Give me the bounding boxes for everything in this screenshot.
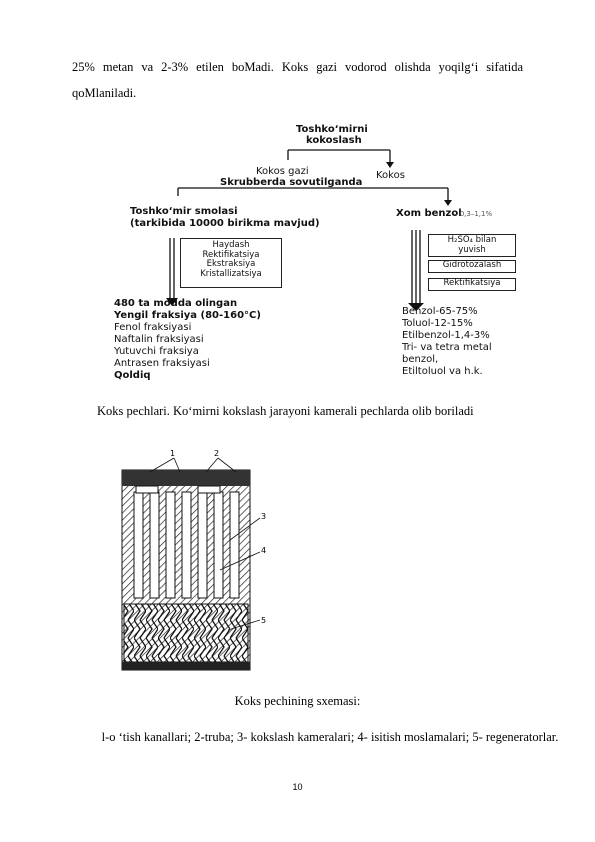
right-result: Toluol-12-15% bbox=[402, 318, 473, 329]
oven-label-3: 3 bbox=[261, 512, 266, 521]
oven-label-1: 1 bbox=[170, 449, 175, 458]
left-result: Antrasen fraksiyasi bbox=[114, 358, 210, 369]
coke-oven-diagram: 1 2 3 4 5 bbox=[110, 440, 280, 672]
right-result: Etilbenzol-1,4-3% bbox=[402, 330, 490, 341]
right-box-hydro: Gidrotozalash bbox=[428, 260, 516, 273]
right-result: Benzol-65-75% bbox=[402, 306, 478, 317]
coal-coking-flowchart: Toshko‘mirni kokoslash Kokos gazi Kokos … bbox=[110, 120, 530, 392]
left-process-box: Haydash Rektifikatsiya Ekstraksiya Krist… bbox=[180, 238, 282, 288]
left-result: Qoldiq bbox=[114, 370, 151, 381]
right-box-step: Gidrotozalash bbox=[442, 260, 502, 270]
right-box-step: Rektifikatsiya bbox=[443, 278, 501, 288]
page-number: 10 bbox=[292, 782, 303, 792]
left-box-step: Rektifikatsiya bbox=[202, 249, 260, 260]
intro-paragraph: 25% metan va 2-3% etilen boMadi. Koks ga… bbox=[72, 60, 523, 100]
kokos-label: Kokos bbox=[376, 170, 405, 181]
kokos-gazi-label: Kokos gazi bbox=[256, 166, 309, 177]
right-title: Xom benzol bbox=[396, 208, 462, 219]
top-title-line1: Toshko‘mirni bbox=[296, 124, 368, 135]
skrubber-label: Skrubberda sovutilganda bbox=[220, 177, 363, 188]
right-result: Tri- va tetra metal bbox=[402, 342, 492, 353]
right-result: Etiltoluol va h.k. bbox=[402, 366, 483, 377]
coke-oven-drawing: 1 2 3 4 5 bbox=[121, 449, 266, 671]
left-result: Yutuvchi fraksiya bbox=[114, 346, 199, 357]
figure-legend: l-o ‘tish kanallari; 2-truba; 3- kokslas… bbox=[101, 730, 559, 744]
right-title-note: – 0,3–1,1% bbox=[454, 210, 493, 218]
right-result: benzol, bbox=[402, 354, 439, 365]
oven-label-2: 2 bbox=[214, 449, 219, 458]
left-result: Yengil fraksiya (80-160°C) bbox=[114, 310, 261, 321]
left-box-step: Kristallizatsiya bbox=[200, 268, 262, 279]
top-title-line2: kokoslash bbox=[306, 135, 362, 146]
left-box-step: Haydash bbox=[212, 240, 250, 250]
left-title-line1: Toshko‘mir smolasi bbox=[130, 206, 238, 217]
right-box-rect: Rektifikatsiya bbox=[428, 278, 516, 291]
right-box-step: yuvish bbox=[458, 244, 486, 255]
left-result: Fenol fraksiyasi bbox=[114, 322, 192, 333]
left-box-step: Ekstraksiya bbox=[206, 259, 256, 269]
oven-label-5: 5 bbox=[261, 616, 266, 625]
left-result: 480 ta modda olingan bbox=[114, 298, 238, 309]
right-box-step: H₂SO₄ bilan bbox=[447, 235, 497, 245]
left-result: Naftalin fraksiyasi bbox=[114, 334, 204, 345]
oven-label-4: 4 bbox=[261, 546, 266, 555]
figure-caption-2: Koks pechining sxemasi: bbox=[234, 694, 361, 708]
right-box-wash: H₂SO₄ bilan yuvish bbox=[428, 234, 516, 257]
figure-caption-1: Koks pechlari. Ko‘mirni kokslash jarayon… bbox=[97, 404, 474, 418]
left-title-line2: (tarkibida 10000 birikma mavjud) bbox=[130, 218, 320, 229]
flowchart-lines bbox=[166, 149, 452, 311]
